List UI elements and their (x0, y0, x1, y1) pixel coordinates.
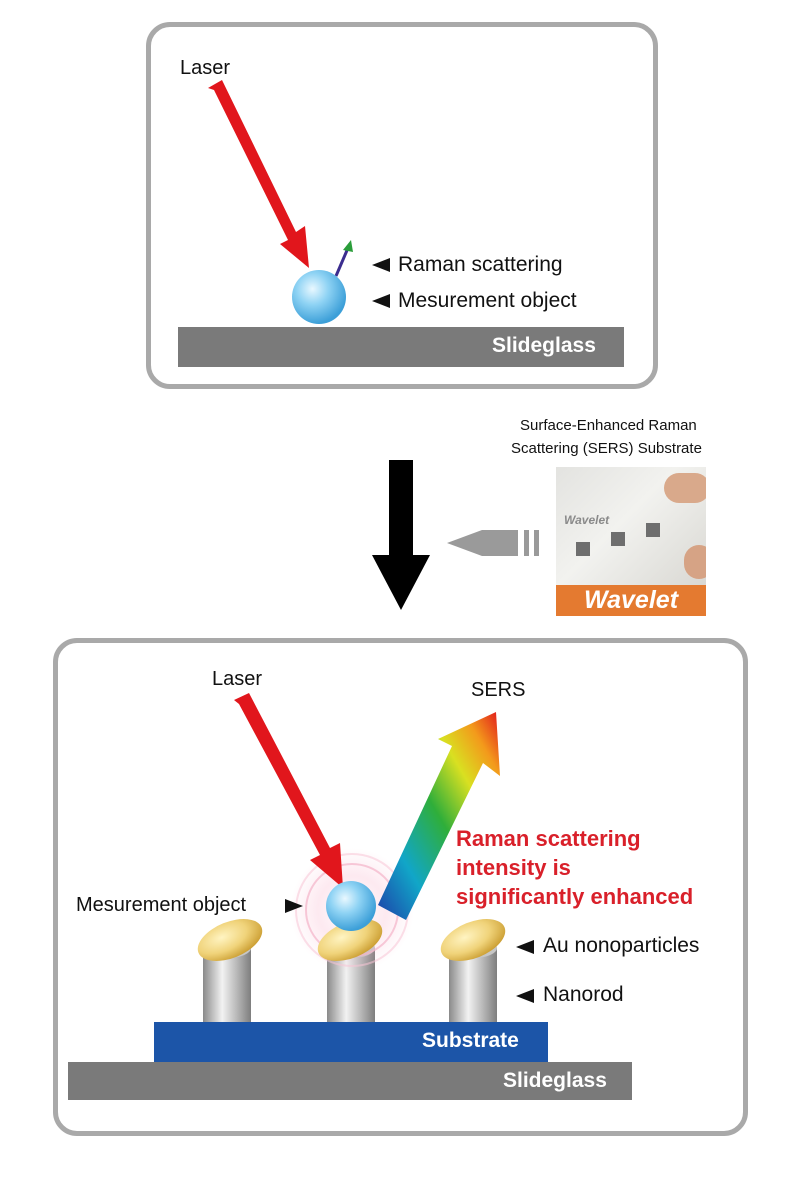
substrate-banner: Wavelet (556, 585, 706, 616)
laser-arrow-bottom (234, 693, 343, 888)
pointer-arrow-line1 (524, 530, 529, 556)
pointer-arrow-left (447, 530, 518, 556)
measurement-object-label-top: Mesurement object (398, 289, 577, 312)
slideglass-bar-top (178, 327, 624, 367)
photo-finger-2 (684, 545, 706, 579)
sers-arrow (378, 712, 500, 920)
measurement-object-label-bottom: Mesurement object (76, 894, 247, 916)
measurement-object-sphere-top (292, 270, 346, 324)
au-nanoparticle-2 (317, 919, 383, 961)
raman-scattering-label: Raman scattering (398, 253, 563, 276)
measurement-object-sphere-bottom (326, 881, 376, 931)
substrate-caption-line2: Scattering (SERS) Substrate (511, 440, 702, 457)
enhanced-text-line3: significantly enhanced (456, 884, 694, 909)
object-pointer-bottom (285, 899, 303, 913)
object-pointer-top (372, 294, 390, 308)
laser-label-top: Laser (180, 57, 231, 79)
enhanced-text-line2: intensity is (456, 855, 571, 880)
particles-pointer (516, 940, 534, 954)
enhanced-text-line1: Raman scattering (456, 826, 641, 851)
photo-finger (664, 473, 706, 503)
nanorod-pointer (516, 989, 534, 1003)
laser-arrow-top (208, 80, 309, 268)
au-nanoparticles-label: Au nonoparticles (543, 934, 700, 957)
photo-slot-2 (611, 532, 625, 546)
transition-down-arrow (372, 460, 430, 610)
substrate-label: Substrate (422, 1029, 519, 1052)
raman-scatter-arrow (334, 247, 350, 277)
substrate-bar (154, 1022, 548, 1062)
raman-scatter-arrowhead (343, 240, 353, 252)
nanorod-label: Nanorod (543, 983, 624, 1006)
photo-slot-3 (646, 523, 660, 537)
pointer-arrow-line2 (534, 530, 539, 556)
laser-label-bottom: Laser (212, 668, 263, 690)
au-nanoparticle-3 (440, 919, 506, 961)
slideglass-label-bottom: Slideglass (503, 1069, 607, 1092)
photo-brand-text: Wavelet (564, 513, 610, 527)
raman-pointer (372, 258, 390, 272)
substrate-caption-line1: Surface-Enhanced Raman (520, 417, 697, 434)
sers-label: SERS (471, 679, 526, 701)
au-nanoparticle-1 (197, 919, 263, 961)
slideglass-label-top: Slideglass (492, 334, 596, 357)
substrate-photo: Wavelet (556, 467, 706, 585)
slideglass-bar-bottom (68, 1062, 632, 1100)
photo-slot-1 (576, 542, 590, 556)
